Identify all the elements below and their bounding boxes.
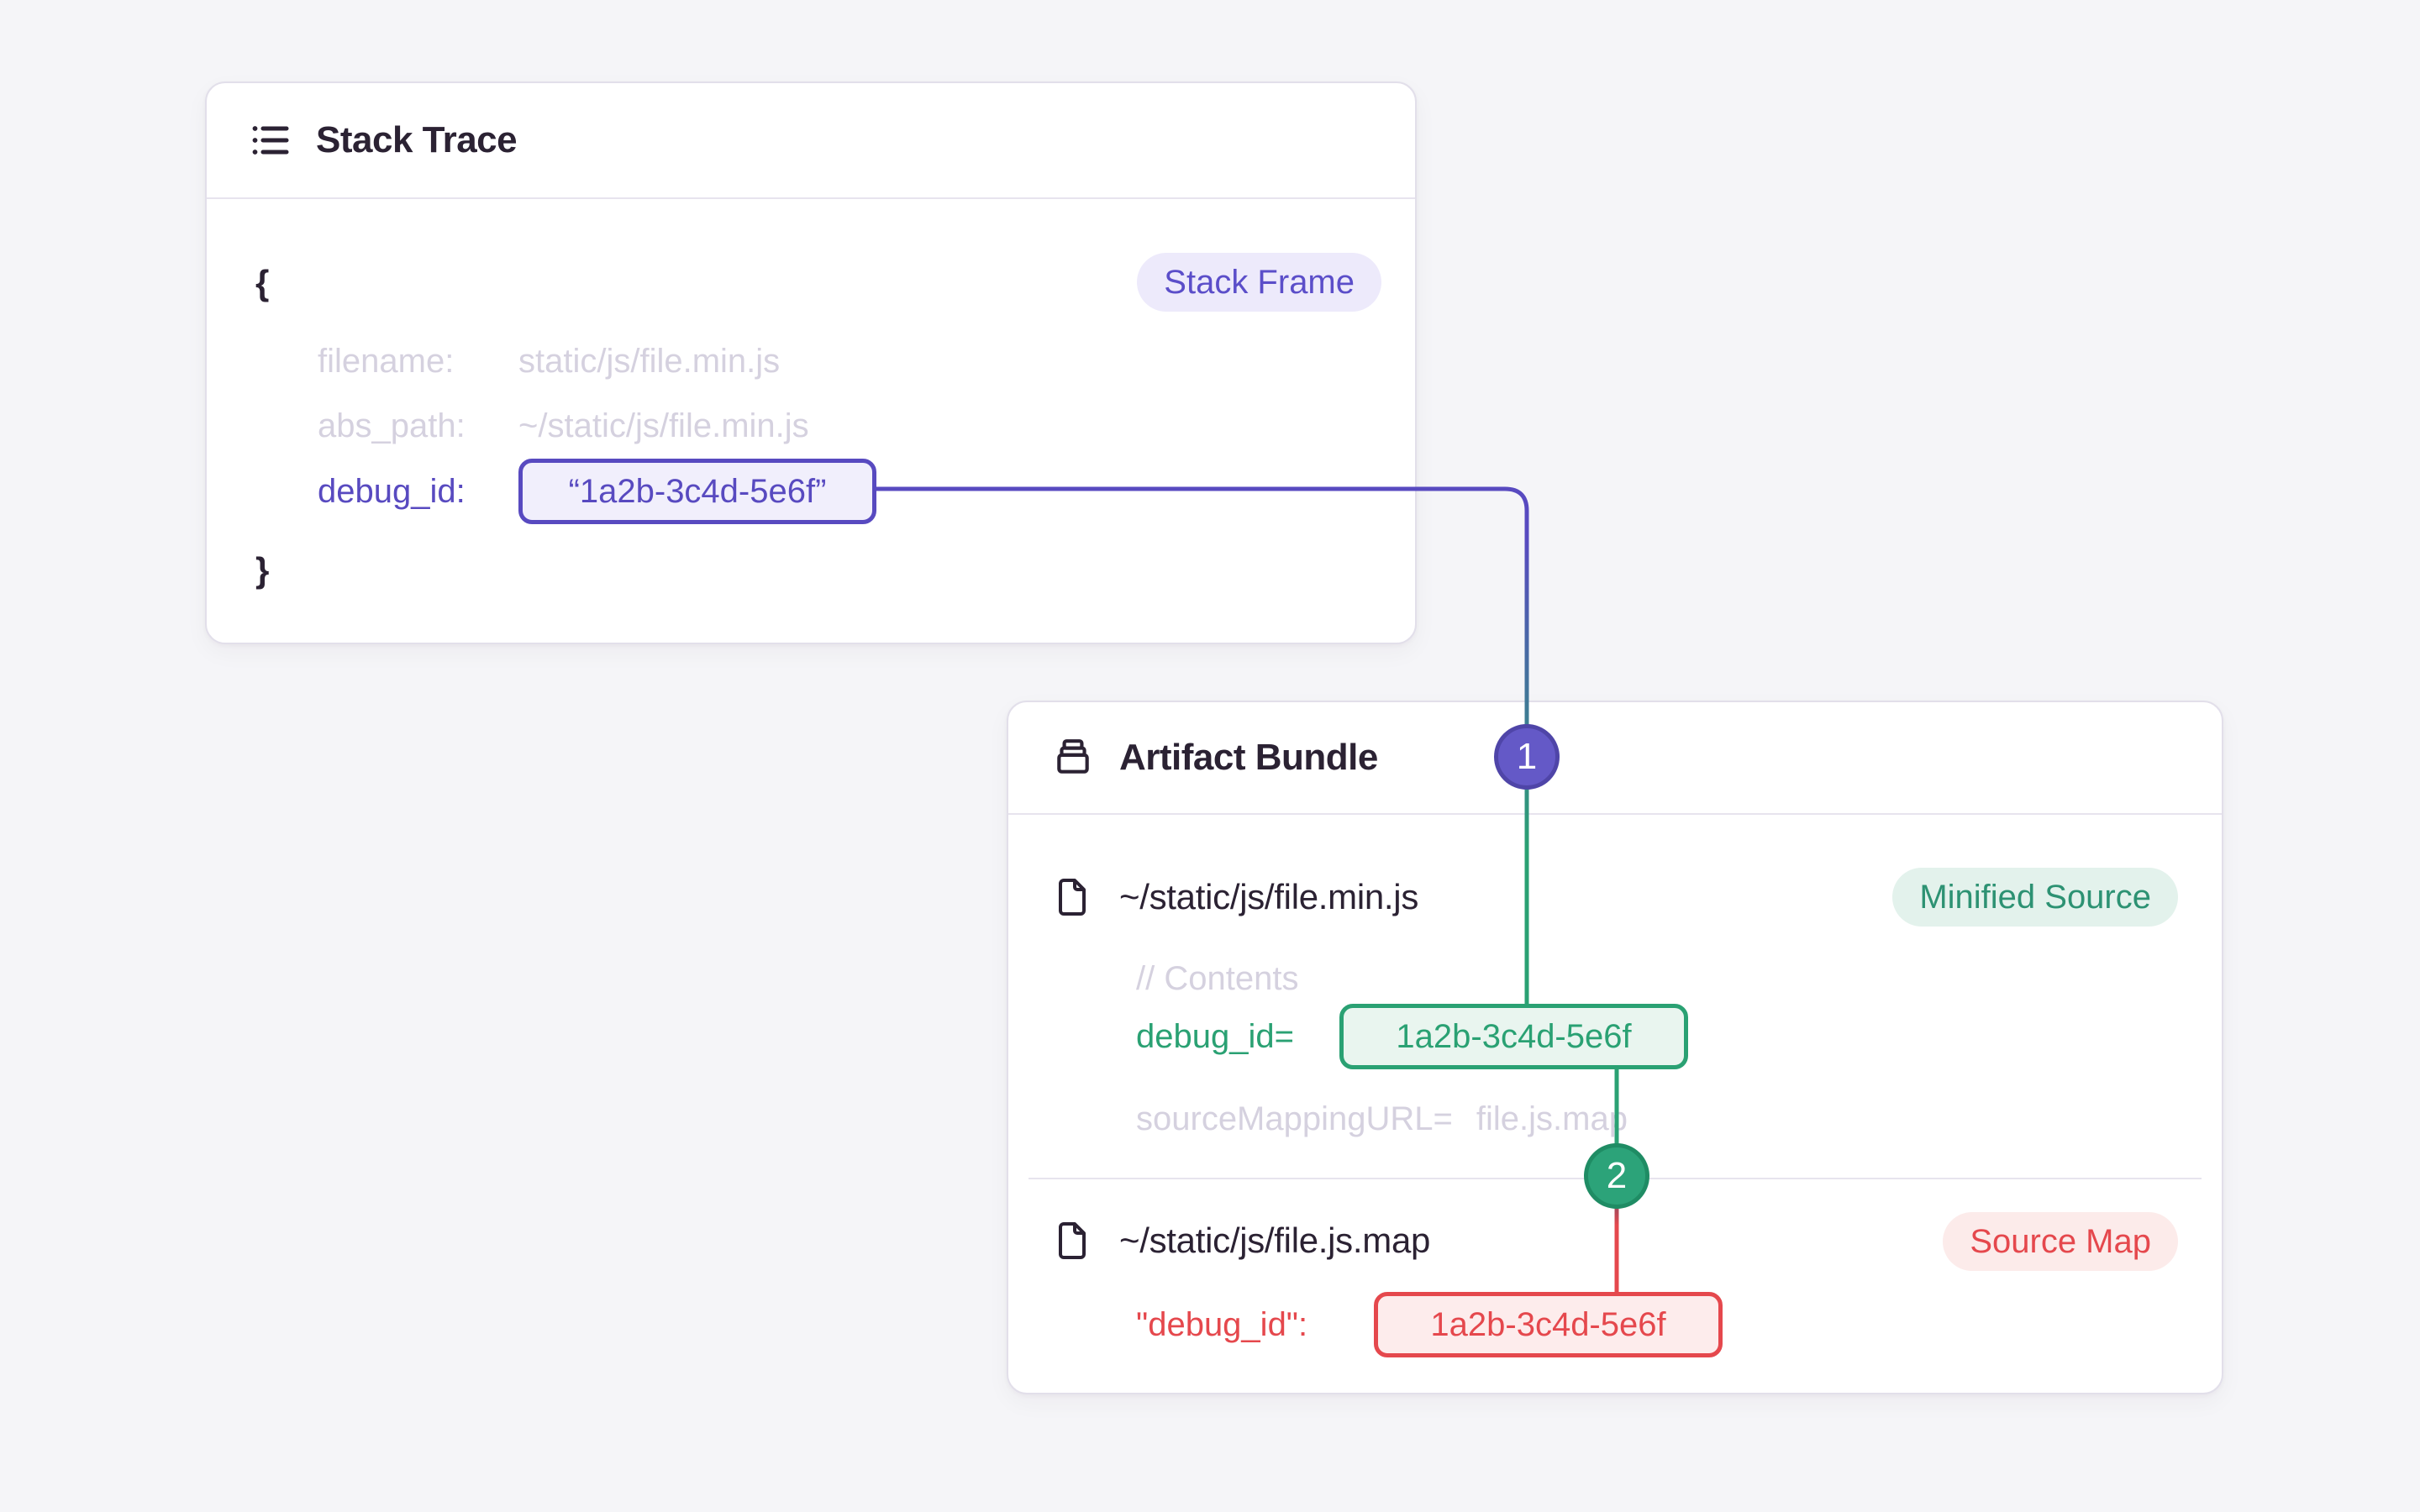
file-icon	[1055, 1221, 1089, 1261]
source-mapping-row: sourceMappingURL= file.js.map	[1136, 1099, 1628, 1139]
stack-frame-badge: Stack Frame	[1137, 253, 1381, 312]
stack-trace-header: Stack Trace	[207, 83, 1415, 199]
minified-file-row: ~/static/js/file.min.js	[1055, 868, 1418, 927]
abs-path-row: abs_path: ~/static/js/file.min.js	[318, 406, 809, 446]
source-mapping-value: file.js.map	[1476, 1100, 1628, 1137]
abs-path-key: abs_path:	[318, 407, 466, 444]
artifact-bundle-archive-icon	[1052, 737, 1094, 779]
bundle-debug-id-value-box: 1a2b-3c4d-5e6f	[1339, 1004, 1688, 1069]
bundle-debug-id-row: debug_id= 1a2b-3c4d-5e6f	[1136, 1004, 1688, 1069]
file-icon	[1055, 877, 1089, 917]
artifact-bundle-header: Artifact Bundle	[1008, 702, 2222, 815]
minified-source-badge-label: Minified Source	[1919, 878, 2151, 916]
contents-comment: // Contents	[1136, 960, 1299, 997]
step-2-circle: 2	[1584, 1143, 1649, 1209]
stack-trace-card: Stack Trace Stack Frame { filename: stat…	[205, 81, 1417, 644]
source-map-file-name: ~/static/js/file.js.map	[1119, 1221, 1431, 1260]
artifact-bundle-card: Artifact Bundle ~/static/js/file.min.js …	[1007, 701, 2223, 1394]
source-map-file-row: ~/static/js/file.js.map	[1055, 1211, 1430, 1270]
close-brace: }	[255, 550, 270, 590]
debug-id-value-box: “1a2b-3c4d-5e6f”	[518, 459, 876, 524]
source-map-badge-label: Source Map	[1970, 1222, 2151, 1260]
filename-row: filename: static/js/file.min.js	[318, 341, 780, 381]
filename-key: filename:	[318, 343, 455, 380]
artifact-bundle-title: Artifact Bundle	[1119, 737, 1378, 778]
abs-path-value: ~/static/js/file.min.js	[518, 407, 809, 444]
map-debug-id-row: "debug_id": 1a2b-3c4d-5e6f	[1136, 1292, 1723, 1357]
source-map-badge: Source Map	[1943, 1212, 2178, 1271]
step-2-number: 2	[1606, 1155, 1628, 1196]
map-debug-id-key: "debug_id":	[1136, 1306, 1308, 1343]
debug-id-row: debug_id: “1a2b-3c4d-5e6f”	[318, 458, 876, 525]
minified-source-badge: Minified Source	[1892, 868, 2178, 927]
bundle-debug-id-key: debug_id=	[1136, 1018, 1294, 1055]
source-mapping-key: sourceMappingURL=	[1136, 1100, 1453, 1137]
debug-id-key: debug_id:	[318, 473, 466, 510]
stack-frame-badge-label: Stack Frame	[1164, 263, 1355, 301]
map-debug-id-value-box: 1a2b-3c4d-5e6f	[1374, 1292, 1723, 1357]
open-brace: {	[255, 263, 270, 302]
step-1-number: 1	[1516, 736, 1538, 777]
minified-file-name: ~/static/js/file.min.js	[1119, 877, 1419, 916]
stack-trace-list-icon	[250, 120, 291, 160]
filename-value: static/js/file.min.js	[518, 343, 781, 380]
step-1-circle: 1	[1494, 724, 1560, 790]
stack-trace-title: Stack Trace	[316, 119, 518, 160]
